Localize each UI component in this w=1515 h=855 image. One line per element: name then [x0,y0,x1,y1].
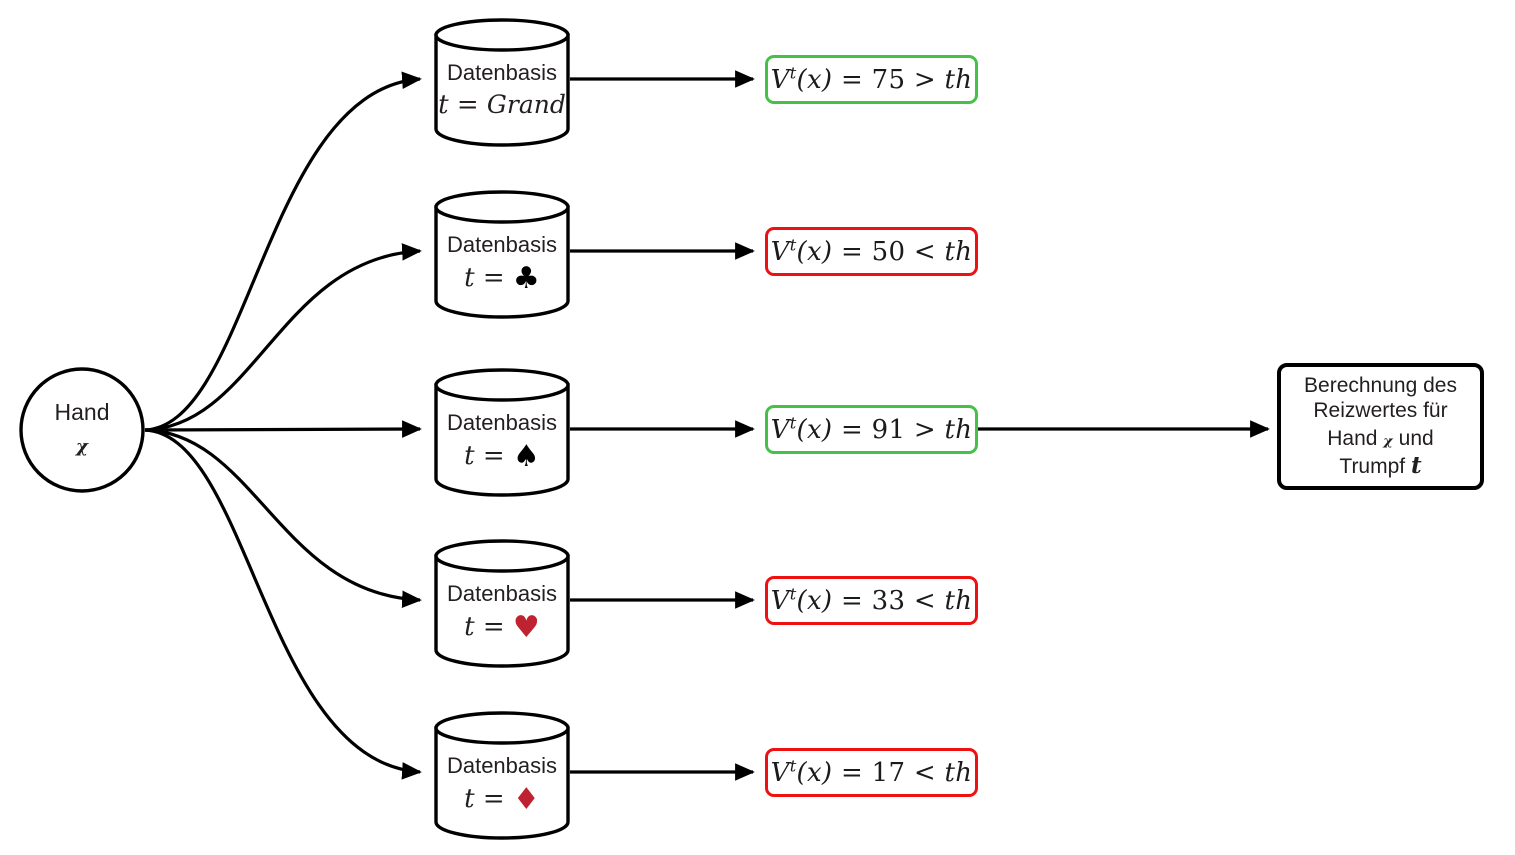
trump-value: Grand [486,90,566,119]
hand-circle[interactable] [19,367,145,493]
clubs-suit-icon: ♣ [512,261,540,296]
formula-arg: (x) [796,414,833,445]
hand-label-text: Hand [54,399,110,425]
datenbasis-label: Datenbasis [446,232,558,257]
datenbasis-label: Datenbasis [446,60,558,85]
value-formula-hearts: Vt(x) = 33 < th [770,583,973,616]
formula-superscript: t [789,234,797,254]
formula-equals: = [840,757,864,788]
result-box-text: Berechnung des Reizwertes für Hand ᵪ und… [1294,373,1467,480]
formula-threshold: th [944,585,973,616]
hearts-suit-icon: ♥ [512,610,540,645]
datenbasis-label: Datenbasis [446,581,558,606]
cylinder-clubs[interactable] [434,190,570,319]
value-box-spades[interactable]: Vt(x) = 91 > th [765,405,978,454]
datenbasis-label: Datenbasis [446,753,558,778]
edge-hand-to-grand [144,71,422,432]
trump-prefix: t = [464,441,505,471]
edge-hand-to-spades [144,420,422,438]
result-trump-variable: t [1410,452,1422,480]
edge-hand-to-clubs [144,243,422,432]
formula-superscript: t [789,583,797,603]
formula-comparison: > [913,414,936,445]
formula-value: 75 [871,64,906,95]
cylinder-hearts[interactable] [434,539,570,668]
cylinder-diamonds[interactable] [434,711,570,840]
value-formula-clubs: Vt(x) = 50 < th [770,234,973,267]
formula-arg: (x) [796,757,833,788]
cylinder-spades-label: Datenbasis t = ♠ [435,412,569,472]
hand-variable: ᵪ [75,425,88,460]
result-line-3-prefix: Hand [1327,427,1378,451]
formula-var: V [770,585,790,616]
formula-superscript: t [789,412,797,432]
cylinder-clubs-label: Datenbasis t = ♣ [435,234,569,294]
formula-arg: (x) [796,236,833,267]
value-box-grand[interactable]: Vt(x) = 75 > th [765,55,978,104]
formula-equals: = [840,585,864,616]
formula-comparison: > [913,64,936,95]
value-box-diamonds[interactable]: Vt(x) = 17 < th [765,748,978,797]
formula-comparison: < [913,757,936,788]
cylinder-grand-label: Datenbasis t = Grand [435,60,569,119]
result-box[interactable]: Berechnung des Reizwertes für Hand ᵪ und… [1277,363,1484,490]
trump-assignment: t = Grand [435,92,569,118]
edge-hand-to-diamonds [144,428,422,780]
value-formula-diamonds: Vt(x) = 17 < th [770,755,973,788]
value-box-clubs[interactable]: Vt(x) = 50 < th [765,227,978,276]
formula-threshold: th [944,64,973,95]
datenbasis-label: Datenbasis [446,410,558,435]
trump-prefix: t = [464,263,505,293]
formula-value: 17 [871,757,906,788]
spades-suit-icon: ♠ [512,439,540,474]
diamonds-suit-icon: ♦ [512,782,540,817]
formula-arg: (x) [796,64,833,95]
cylinder-spades[interactable] [434,368,570,497]
trump-prefix: t = [438,90,479,120]
formula-comparison: < [913,236,936,267]
formula-var: V [770,757,790,788]
value-formula-grand: Vt(x) = 75 > th [770,62,973,95]
result-hand-variable: ᵪ [1383,424,1393,452]
edge-hand-to-hearts [144,428,422,609]
formula-var: V [770,64,790,95]
formula-value: 91 [871,414,906,445]
value-box-hearts[interactable]: Vt(x) = 33 < th [765,576,978,625]
formula-equals: = [840,64,864,95]
cylinder-hearts-label: Datenbasis t = ♥ [435,583,569,643]
result-line-4-prefix: Trumpf [1339,455,1406,479]
trump-assignment: t = ♦ [435,785,569,815]
formula-equals: = [840,236,864,267]
formula-threshold: th [944,757,973,788]
formula-value: 33 [871,585,906,616]
formula-arg: (x) [796,585,833,616]
formula-comparison: < [913,585,936,616]
trump-prefix: t = [464,784,505,814]
trump-prefix: t = [464,612,505,642]
formula-superscript: t [789,62,797,82]
formula-threshold: th [944,414,973,445]
cylinder-diamonds-label: Datenbasis t = ♦ [435,755,569,815]
formula-threshold: th [944,236,973,267]
trump-assignment: t = ♠ [435,442,569,472]
formula-var: V [770,236,790,267]
result-line-2: Reizwertes für [1313,399,1448,423]
result-line-3-suffix: und [1398,427,1434,451]
formula-equals: = [840,414,864,445]
trump-assignment: t = ♥ [435,613,569,643]
formula-var: V [770,414,790,445]
result-line-1: Berechnung des [1304,373,1457,397]
formula-value: 50 [871,236,906,267]
hand-node-label: Hand ᵪ [20,400,144,458]
cylinder-grand[interactable] [434,18,570,147]
trump-assignment: t = ♣ [435,264,569,294]
formula-superscript: t [789,755,797,775]
value-formula-spades: Vt(x) = 91 > th [770,412,973,445]
